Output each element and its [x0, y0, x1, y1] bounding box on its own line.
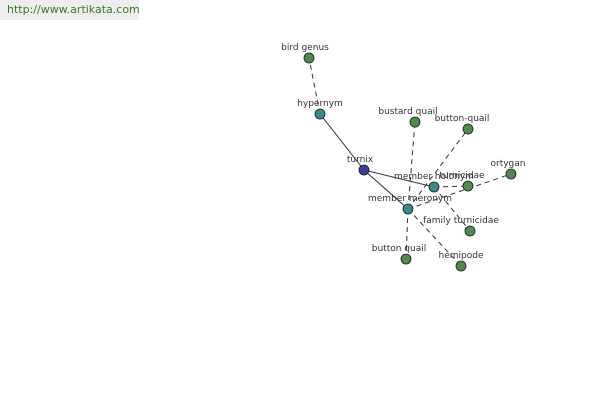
graph-edges [308, 57, 512, 267]
node-label-bustard-quail[interactable]: bustard quail [378, 107, 437, 117]
node-bird-genus[interactable] [303, 52, 315, 64]
edge-member-meronym-button-quail [407, 128, 469, 210]
edge-member-meronym-ortygan [407, 173, 512, 210]
node-label-bird-genus[interactable]: bird genus [281, 43, 329, 53]
node-label-button-quail-2[interactable]: button quail [372, 244, 426, 254]
node-family-turnicidae[interactable] [464, 225, 476, 237]
node-member-meronym[interactable] [402, 203, 414, 215]
edge-member-holonym-family-turnicidae [433, 186, 471, 232]
graph-nodes [303, 52, 517, 272]
node-label-family-turnicidae[interactable]: family turnicidae [423, 216, 499, 226]
node-button-quail-2[interactable] [400, 253, 412, 265]
edge-turnix-member-meronym [363, 169, 409, 210]
graph-labels: turnix hypernym member holonym member meron… [281, 43, 525, 261]
edge-turnix-hypernym [319, 113, 365, 171]
node-label-member-meronym[interactable]: member meronym [368, 194, 452, 204]
node-button-quail[interactable] [462, 123, 474, 135]
node-member-holonym[interactable] [428, 181, 440, 193]
node-hypernym[interactable] [314, 108, 326, 120]
edge-member-holonym-turnicidae [433, 185, 469, 188]
edge-member-meronym-hemipode [407, 208, 462, 267]
watermark-url: http://www.artikata.com [0, 0, 140, 20]
node-turnix[interactable] [358, 164, 370, 176]
node-ortygan[interactable] [505, 168, 517, 180]
node-label-member-holonym[interactable]: member holonym [394, 172, 474, 182]
node-label-button-quail[interactable]: button-quail [435, 114, 490, 124]
edge-turnix-member-holonym [363, 169, 435, 188]
node-label-ortygan[interactable]: ortygan [491, 159, 526, 169]
edge-member-meronym-bustard-quail [407, 121, 416, 210]
node-bustard-quail[interactable] [409, 116, 421, 128]
node-label-turnix[interactable]: turnix [347, 155, 374, 165]
node-turnicidae[interactable] [462, 180, 474, 192]
node-label-turnicidae[interactable]: turnicidae [439, 171, 485, 181]
node-label-hemipode[interactable]: hemipode [439, 251, 484, 261]
edge-hypernym-bird-genus [308, 57, 321, 115]
node-label-hypernym[interactable]: hypernym [297, 99, 343, 109]
node-hemipode[interactable] [455, 260, 467, 272]
